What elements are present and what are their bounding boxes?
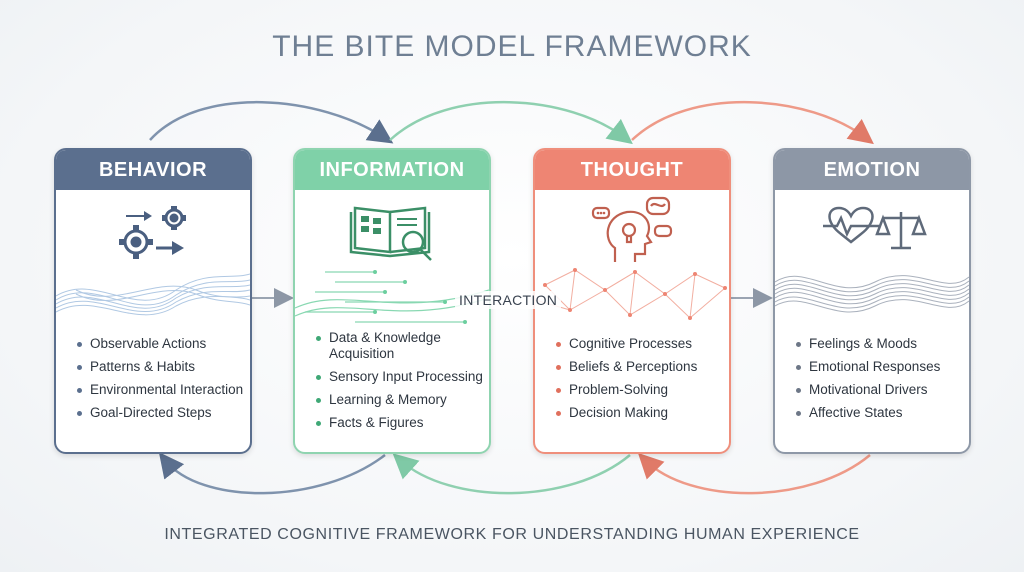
card-title: INFORMATION [295, 150, 489, 190]
list-item: Sensory Input Processing [316, 369, 489, 385]
interaction-label: INTERACTION [455, 291, 562, 309]
arrow-thought-to-information [392, 453, 631, 495]
arrow-thought-to-emotion [631, 100, 874, 145]
card-behavior: BEHAVIOR Observable Actions [54, 148, 252, 454]
list-item: Cognitive Processes [556, 336, 729, 352]
arrow-information-to-behavior [158, 452, 386, 495]
list-item: Emotional Responses [796, 359, 969, 375]
heart-scales-icon [775, 206, 969, 313]
card-title: EMOTION [775, 150, 969, 190]
open-book-magnifier-icon [295, 206, 489, 324]
arrow-behavior-to-information [149, 100, 394, 144]
head-lightbulb-icon [535, 196, 727, 320]
list-item: Facts & Figures [316, 415, 489, 431]
arrow-information-to-thought [389, 100, 633, 145]
list-item: Learning & Memory [316, 392, 489, 408]
list-item: Affective States [796, 405, 969, 421]
arrow-emotion-to-thought [637, 452, 871, 495]
list-item: Feelings & Moods [796, 336, 969, 352]
footer-caption: INTEGRATED COGNITIVE FRAMEWORK FOR UNDER… [164, 526, 860, 543]
card-title: THOUGHT [535, 150, 729, 190]
list-item: Motivational Drivers [796, 382, 969, 398]
list-item: Observable Actions [77, 336, 250, 352]
list-item: Decision Making [556, 405, 729, 421]
card-emotion: EMOTION Feelings & Moods Emotional Respo… [773, 148, 971, 454]
list-item: Patterns & Habits [77, 359, 250, 375]
gears-arrows-icon [56, 206, 250, 316]
card-title: BEHAVIOR [56, 150, 250, 190]
list-item: Data & Knowledge Acquisition [316, 330, 489, 362]
list-item: Environmental Interaction [77, 382, 250, 398]
card-thought: THOUGHT Cognitive Processes Beliefs & Pe… [533, 148, 731, 454]
list-item: Goal-Directed Steps [77, 405, 250, 421]
page-title: THE BITE MODEL FRAMEWORK [272, 30, 752, 63]
list-item: Beliefs & Perceptions [556, 359, 729, 375]
list-item: Problem-Solving [556, 382, 729, 398]
